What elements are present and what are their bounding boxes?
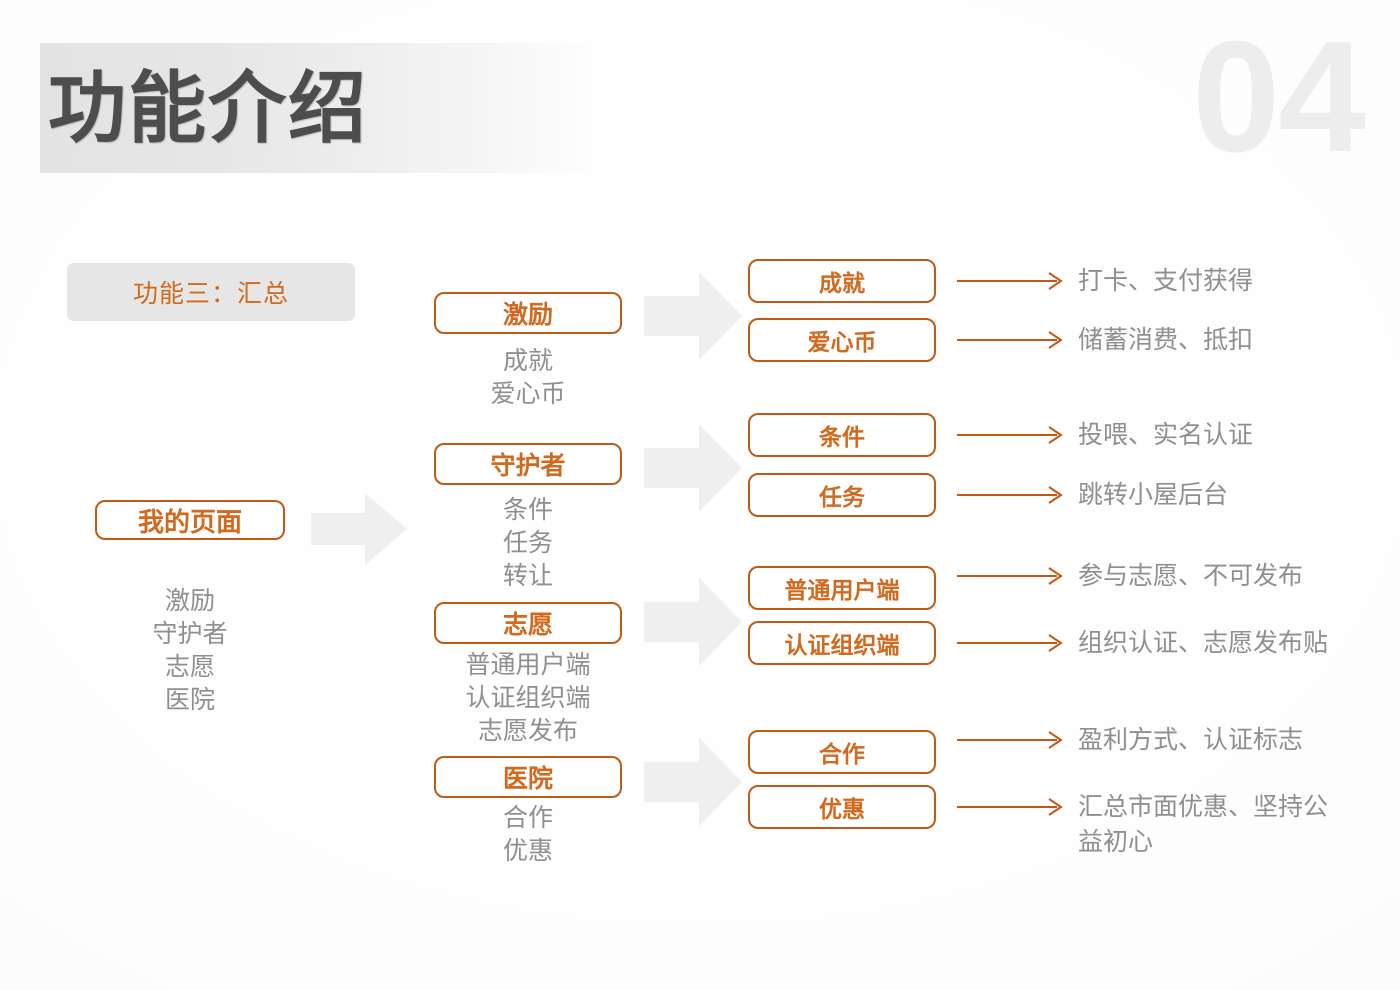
node-leaf-2-2[interactable]: 任务 — [748, 473, 936, 517]
outcome-1-1: 打卡、支付获得 — [1078, 267, 1254, 295]
connector-4-1 — [957, 727, 1067, 753]
arrow-shape-icon — [644, 424, 742, 512]
outcome-2-1: 投喂、实名认证 — [1078, 421, 1254, 449]
group-4-subitems: 合作 优惠 — [434, 802, 622, 868]
arrow-shape-icon — [644, 738, 742, 826]
page-number-watermark: 04 — [1192, 9, 1366, 185]
group-subitem: 优惠 — [502, 837, 553, 865]
arrow-line-icon — [957, 567, 1063, 585]
outcome-3-1: 参与志愿、不可发布 — [1078, 562, 1304, 590]
arrow-shape-icon — [644, 578, 742, 666]
block-arrow-group-1 — [644, 272, 742, 360]
node-leaf-4-2[interactable]: 优惠 — [748, 785, 936, 829]
outcome-1-2: 储蓄消费、抵扣 — [1078, 326, 1254, 354]
root-subitem: 激励 — [164, 587, 215, 615]
arrow-line-icon — [957, 486, 1063, 504]
arrow-line-icon — [957, 798, 1063, 816]
group-subitem: 任务 — [502, 529, 553, 557]
connector-1-2 — [957, 327, 1067, 353]
arrow-line-icon — [957, 331, 1063, 349]
node-root[interactable]: 我的页面 — [95, 500, 285, 540]
group-subitem: 转让 — [502, 562, 553, 590]
root-subitem: 守护者 — [152, 620, 228, 648]
root-subitems: 激励 守护者 志愿 医院 — [95, 585, 285, 717]
root-subitem: 医院 — [164, 686, 215, 714]
node-leaf-3-2[interactable]: 认证组织端 — [748, 621, 936, 665]
root-subitem: 志愿 — [164, 653, 215, 681]
node-group-1[interactable]: 激励 — [434, 292, 622, 334]
connector-4-2 — [957, 794, 1067, 820]
group-subitem: 爱心币 — [490, 380, 566, 408]
node-group-2[interactable]: 守护者 — [434, 443, 622, 485]
connector-1-1 — [957, 268, 1067, 294]
group-subitem: 条件 — [502, 496, 553, 524]
outcome-3-2: 组织认证、志愿发布贴 — [1078, 629, 1329, 657]
group-subitem: 合作 — [502, 804, 553, 832]
group-1-subitems: 成就 爱心币 — [434, 345, 622, 411]
arrow-shape-icon — [311, 493, 407, 565]
block-arrow-group-3 — [644, 578, 742, 666]
block-arrow-root — [311, 493, 407, 565]
connector-2-1 — [957, 422, 1067, 448]
group-2-subitems: 条件 任务 转让 — [434, 494, 622, 593]
node-leaf-1-1[interactable]: 成就 — [748, 259, 936, 303]
title-band — [40, 43, 600, 173]
connector-2-2 — [957, 482, 1067, 508]
group-subitem: 志愿发布 — [477, 717, 578, 745]
connector-3-2 — [957, 630, 1067, 656]
page-title: 功能介绍 — [48, 64, 369, 152]
node-group-3[interactable]: 志愿 — [434, 602, 622, 644]
section-tag: 功能三：汇总 — [67, 263, 355, 321]
group-3-subitems: 普通用户端 认证组织端 志愿发布 — [414, 649, 642, 748]
block-arrow-group-2 — [644, 424, 742, 512]
node-leaf-2-1[interactable]: 条件 — [748, 413, 936, 457]
node-leaf-1-2[interactable]: 爱心币 — [748, 318, 936, 362]
group-subitem: 成就 — [502, 347, 553, 375]
node-leaf-3-1[interactable]: 普通用户端 — [748, 566, 936, 610]
arrow-line-icon — [957, 634, 1063, 652]
group-subitem: 普通用户端 — [465, 651, 591, 679]
arrow-line-icon — [957, 426, 1063, 444]
outcome-4-2: 汇总市面优惠、坚持公 益初心 — [1078, 793, 1329, 856]
section-tag-label: 功能三：汇总 — [132, 280, 289, 308]
group-subitem: 认证组织端 — [465, 684, 591, 712]
block-arrow-group-4 — [644, 738, 742, 826]
arrow-line-icon — [957, 731, 1063, 749]
node-group-4[interactable]: 医院 — [434, 756, 622, 798]
arrow-line-icon — [957, 272, 1063, 290]
outcome-2-2: 跳转小屋后台 — [1078, 481, 1229, 509]
outcome-4-1: 盈利方式、认证标志 — [1078, 726, 1304, 754]
arrow-shape-icon — [644, 272, 742, 360]
connector-3-1 — [957, 563, 1067, 589]
node-leaf-4-1[interactable]: 合作 — [748, 730, 936, 774]
